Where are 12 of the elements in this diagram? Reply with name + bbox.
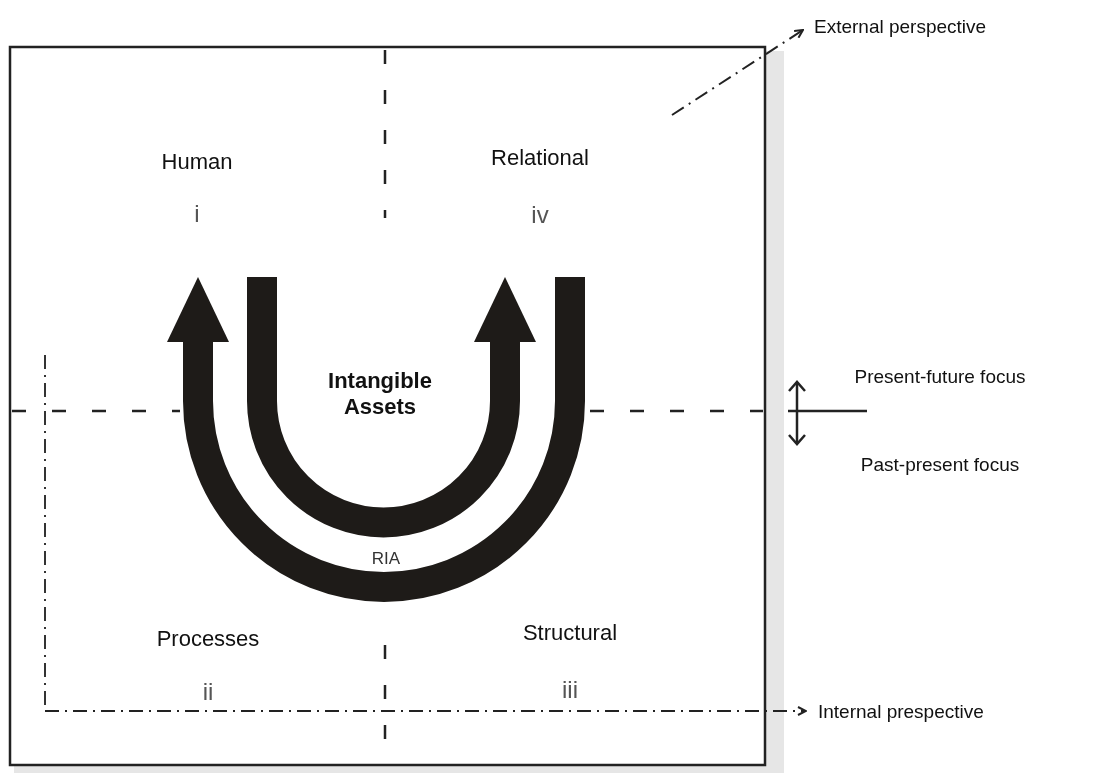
roman-numeral: iv	[531, 201, 549, 229]
quadrant-label: Relational	[491, 145, 589, 171]
quadrant-label: Human	[161, 149, 233, 175]
center-label: Intangible Assets	[327, 368, 433, 420]
arc-label: RIA	[371, 549, 401, 569]
dashed-arrow	[44, 706, 807, 716]
roman-numeral: ii	[202, 678, 214, 706]
dashed-arrow	[671, 29, 804, 116]
quadrant-label: Structural	[522, 620, 618, 646]
roman-numeral: i	[194, 200, 200, 228]
roman-numeral: iii	[562, 676, 578, 704]
quadrant-label: Processes	[156, 626, 260, 652]
